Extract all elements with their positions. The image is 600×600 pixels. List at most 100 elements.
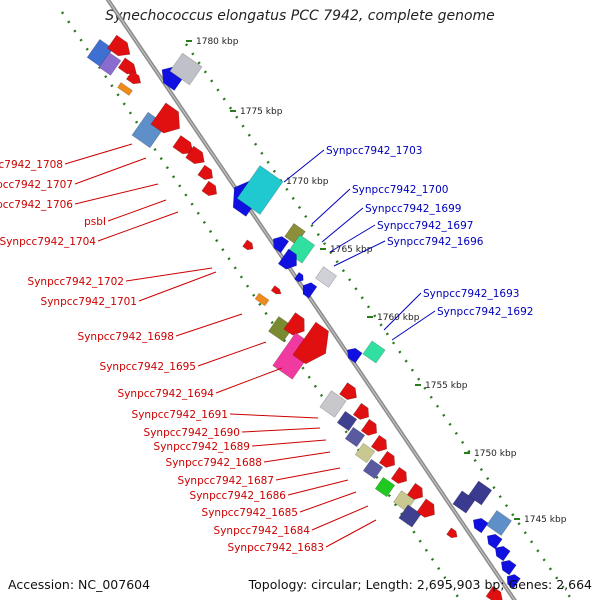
gene-arrow: [254, 292, 270, 307]
gene-arrow: [117, 82, 133, 96]
left-gene-label: Synpcc7942_1702: [28, 276, 124, 288]
kbp-label: 1755 kbp: [425, 381, 468, 391]
gene-arrow: [390, 466, 408, 484]
gene-arrow: [172, 135, 194, 155]
gene-arrow: [467, 480, 493, 506]
gene-arrow: [292, 321, 329, 365]
left-gene-label: Synpcc7942_1684: [214, 525, 311, 537]
topology-text: Topology: circular; Length: 2,695,903 bp…: [248, 577, 592, 592]
gene-arrow: [352, 402, 370, 420]
left-label-leader: [263, 451, 331, 463]
right-gene-label: Synpcc7942_1692: [437, 306, 533, 318]
genome-backbone-highlight: [107, 0, 516, 600]
right-gene-label: Synpcc7942_1703: [326, 145, 422, 157]
gene-arrow: [185, 145, 205, 165]
left-gene-label: Synpcc7942_1689: [154, 441, 250, 453]
left-label-leader: [241, 427, 321, 433]
left-label-leader: [64, 143, 133, 165]
gene-arrow: [486, 510, 512, 536]
left-label-leader: [175, 313, 243, 337]
left-gene-label: Synpcc7942_1690: [144, 427, 240, 439]
left-gene-label: Synpcc7942_1694: [118, 388, 215, 400]
gene-arrow: [150, 102, 180, 134]
map-title: Synechococcus elongatus PCC 7942, comple…: [105, 8, 495, 24]
right-label-leader: [383, 292, 422, 331]
left-label-leader: [287, 479, 349, 496]
left-label-leader: [251, 439, 327, 447]
left-label-leader: [275, 467, 341, 481]
left-label-leader: [229, 413, 319, 419]
left-gene-label: Synpcc7942_1704: [0, 236, 96, 248]
kbp-label: 1750 kbp: [474, 449, 517, 459]
right-gene-label: Synpcc7942_1696: [387, 236, 484, 248]
right-gene-label: Synpcc7942_1693: [423, 288, 519, 300]
gene-arrow: [506, 574, 521, 589]
left-gene-label: Synpcc7942_1695: [100, 361, 196, 373]
gene-arrow: [315, 266, 337, 288]
gene-arrow: [362, 458, 384, 480]
left-label-leader: [311, 505, 369, 531]
left-gene-label: Synpcc7942_1691: [132, 409, 228, 421]
gene-arrow: [125, 70, 142, 85]
gene-arrow: [277, 248, 297, 270]
right-label-leader: [333, 240, 386, 267]
left-gene-label: Synpcc7942_1706: [0, 199, 73, 211]
gene-arrow: [197, 164, 214, 181]
right-gene-label: Synpcc7942_1699: [365, 203, 461, 215]
gene-arrow: [398, 504, 422, 528]
left-label-leader: [97, 211, 179, 242]
gene-arrow: [242, 239, 254, 251]
left-gene-label: Synpcc7942_1687: [178, 475, 274, 487]
gene-arrow: [336, 410, 358, 432]
gene-arrow: [354, 442, 376, 464]
gene-arrow: [374, 476, 396, 498]
gene-arrow: [201, 180, 218, 197]
left-label-leader: [74, 183, 159, 205]
left-label-leader: [325, 519, 377, 548]
left-gene-label: Synpcc7942_1708: [0, 159, 63, 171]
gene-arrow: [344, 426, 366, 448]
left-gene-label: Synpcc7942_1698: [78, 331, 174, 343]
right-label-leader: [329, 224, 376, 253]
gene-arrow: [272, 236, 290, 254]
right-label-leader: [391, 310, 436, 341]
gene-arrow: [169, 52, 203, 86]
gene-arrow: [339, 382, 357, 400]
gene-arrow: [416, 498, 435, 518]
gene-arrow: [494, 545, 511, 562]
gene-arrow: [302, 282, 318, 299]
gene-arrow: [486, 533, 503, 550]
gene-arrow: [106, 34, 131, 57]
left-label-leader: [138, 271, 217, 302]
gene-arrow: [98, 52, 122, 76]
right-gene-label: Synpcc7942_1700: [352, 184, 448, 196]
gene-arrow: [472, 517, 489, 534]
kbp-label: 1745 kbp: [524, 515, 567, 525]
gene-arrow: [294, 272, 304, 283]
gene-arrow: [270, 285, 282, 295]
left-gene-label: Synpcc7942_1683: [228, 542, 324, 554]
left-gene-label: Synpcc7942_1701: [41, 296, 137, 308]
left-gene-label: Synpcc7942_1707: [0, 179, 73, 191]
kbp-label: 1770 kbp: [286, 177, 329, 187]
left-label-leader: [125, 267, 213, 282]
right-label-leader: [311, 188, 351, 225]
gene-arrow: [378, 450, 396, 468]
left-gene-label: Synpcc7942_1688: [166, 457, 262, 469]
gene-arrow: [446, 527, 458, 539]
gene-arrow: [485, 586, 503, 600]
gene-arrow: [370, 434, 388, 452]
kbp-label: 1775 kbp: [240, 107, 283, 117]
kbp-label: 1780 kbp: [196, 37, 239, 47]
left-label-leader: [74, 157, 147, 185]
gene-arrow: [319, 390, 347, 418]
gene-arrow: [406, 482, 424, 500]
gene-arrow: [362, 340, 386, 364]
left-gene-label: psbI: [84, 216, 106, 228]
right-label-leader: [283, 149, 325, 183]
gene-arrow: [500, 559, 517, 576]
gene-arrow: [346, 347, 363, 364]
kbp-label: 1760 kbp: [377, 313, 420, 323]
